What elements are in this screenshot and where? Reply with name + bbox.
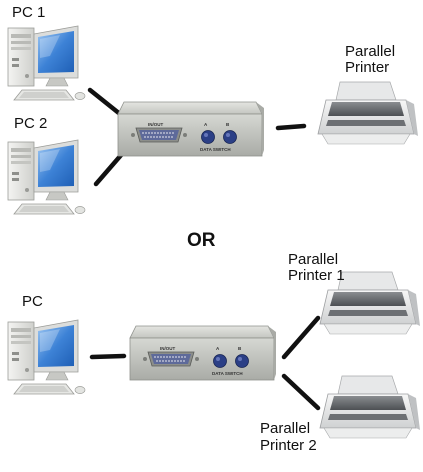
pc2-computer-icon — [7, 139, 86, 215]
cable-pc2-to-switch — [93, 151, 125, 187]
pc1-computer-icon — [7, 25, 86, 101]
cable-pc1-to-switch — [87, 87, 123, 117]
switch-button-b-label: B — [226, 122, 230, 127]
printer-label-line2: Printer — [345, 59, 389, 76]
or-separator: OR — [187, 230, 216, 251]
printer-label-line1: Parallel — [345, 43, 395, 60]
cable-switch-to-printer1 — [281, 315, 321, 360]
switch-button-a-label: A — [204, 122, 208, 127]
cable-switch-to-printer — [275, 123, 307, 131]
printer-icon — [317, 81, 419, 145]
switch-title-label: DATA SWITCH — [200, 147, 231, 152]
switch-button-a-label: A — [216, 346, 220, 351]
pc-computer-icon — [7, 319, 86, 395]
switch-button-b-label: B — [238, 346, 242, 351]
cable-pc-to-switch — [89, 353, 127, 360]
printer2-label-line1: Parallel — [260, 420, 310, 437]
switch-port-label: IN/OUT — [160, 346, 176, 351]
printer1-label-line1: Parallel — [288, 251, 338, 268]
pc-label: PC — [22, 293, 43, 310]
printer2-label-line2: Printer 2 — [260, 437, 317, 454]
pc1-label: PC 1 — [12, 4, 45, 21]
data-switch-box-top: IN/OUT A B DATA SWITCH — [117, 101, 265, 157]
printer2-icon — [319, 375, 421, 439]
switch-title-label: DATA SWITCH — [212, 371, 243, 376]
printer1-label-line2: Printer 1 — [288, 267, 345, 284]
data-switch-box-bottom: IN/OUT A B DATA SWITCH — [129, 325, 277, 381]
switch-port-label: IN/OUT — [148, 122, 164, 127]
top-scene: IN/OUT A B DATA SWITCH PC 1 PC 2 Paralle… — [7, 4, 419, 215]
bottom-scene: IN/OUT A B DATA SWITCH PC Parallel Print… — [7, 251, 421, 454]
pc2-label: PC 2 — [14, 115, 47, 132]
cable-switch-to-printer2 — [281, 373, 321, 411]
